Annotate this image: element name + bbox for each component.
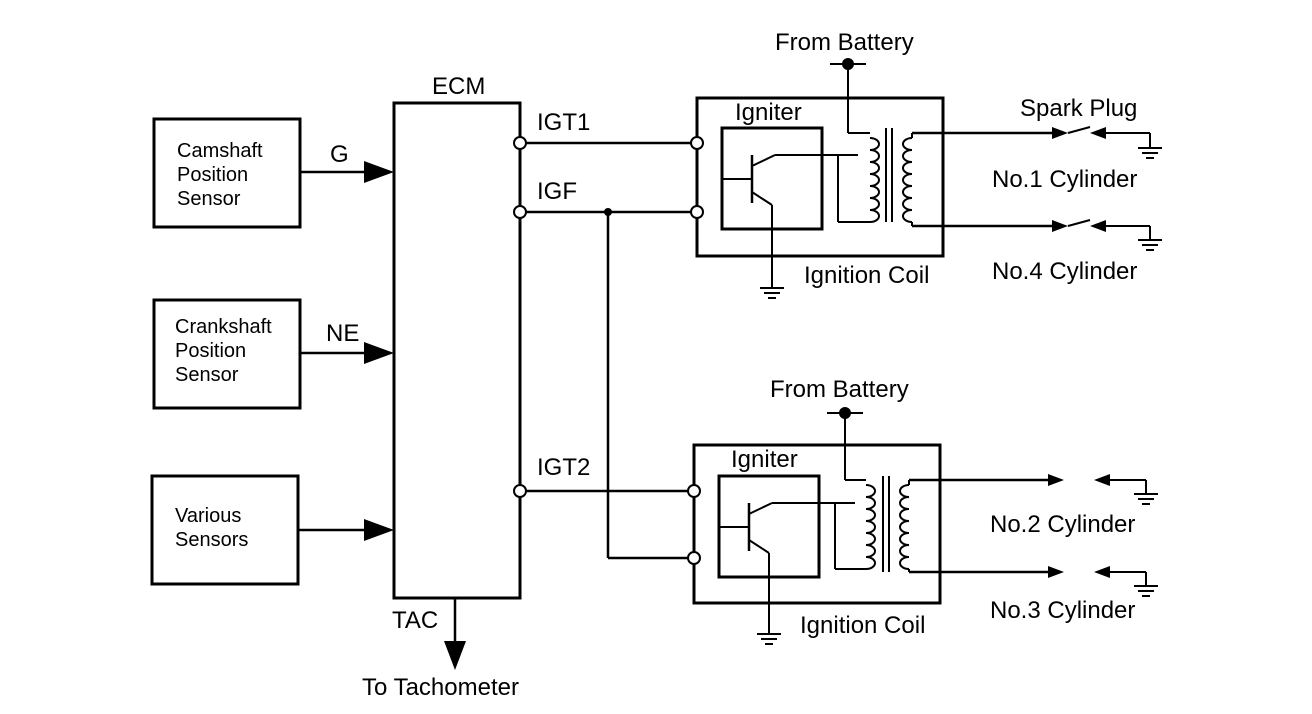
battery-label-2: From Battery	[770, 376, 909, 403]
igniter-label-1: Igniter	[735, 99, 802, 126]
sensor-arrows: G NE	[298, 141, 394, 541]
igf-label: IGF	[537, 178, 577, 205]
camshaft-label-1: Camshaft	[177, 140, 263, 162]
cylinder-1-label: No.1 Cylinder	[992, 166, 1137, 193]
crankshaft-label-2: Position	[175, 340, 246, 362]
tachometer-label: To Tachometer	[362, 674, 519, 701]
signal-g: G	[330, 141, 349, 168]
ignition-coil-label-1: Ignition Coil	[804, 262, 929, 289]
camshaft-label-2: Position	[177, 164, 248, 186]
igniter-label-2: Igniter	[731, 446, 798, 473]
igf-junction-dot	[604, 208, 612, 216]
signal-ne: NE	[326, 320, 359, 347]
tac-output: TAC To Tachometer	[362, 598, 519, 701]
arrow-g	[364, 161, 394, 183]
various-label-1: Various	[175, 505, 241, 527]
ecm-box: ECM	[392, 73, 522, 600]
ignition-coil-2: Igniter From Battery	[687, 376, 1158, 645]
cylinder-3-label: No.3 Cylinder	[990, 597, 1135, 624]
cylinder-2-label: No.2 Cylinder	[990, 511, 1135, 538]
battery-label-1: From Battery	[775, 29, 914, 56]
crankshaft-label-3: Sensor	[175, 364, 239, 386]
ecm-output-wiring: IGT1 IGF IGT2	[513, 109, 692, 560]
arrow-various	[364, 519, 394, 541]
igt1-label: IGT1	[537, 109, 590, 136]
arrow-ne	[364, 342, 394, 364]
tac-label: TAC	[392, 607, 438, 634]
crankshaft-label-1: Crankshaft	[175, 316, 272, 338]
spark-plug-label: Spark Plug	[1020, 95, 1137, 122]
crankshaft-position-sensor-box: Crankshaft Position Sensor	[152, 298, 302, 410]
camshaft-position-sensor-box: Camshaft Position Sensor	[152, 117, 302, 229]
ignition-coil-label-2: Ignition Coil	[800, 612, 925, 639]
ignition-coil-1: Igniter From Battery	[690, 29, 1162, 299]
cylinder-4-label: No.4 Cylinder	[992, 258, 1137, 285]
various-label-2: Sensors	[175, 529, 248, 551]
igt2-label: IGT2	[537, 454, 590, 481]
arrow-tac	[444, 641, 466, 670]
various-sensors-box: Various Sensors	[150, 474, 300, 586]
ecm-label: ECM	[432, 73, 485, 100]
camshaft-label-3: Sensor	[177, 188, 241, 210]
